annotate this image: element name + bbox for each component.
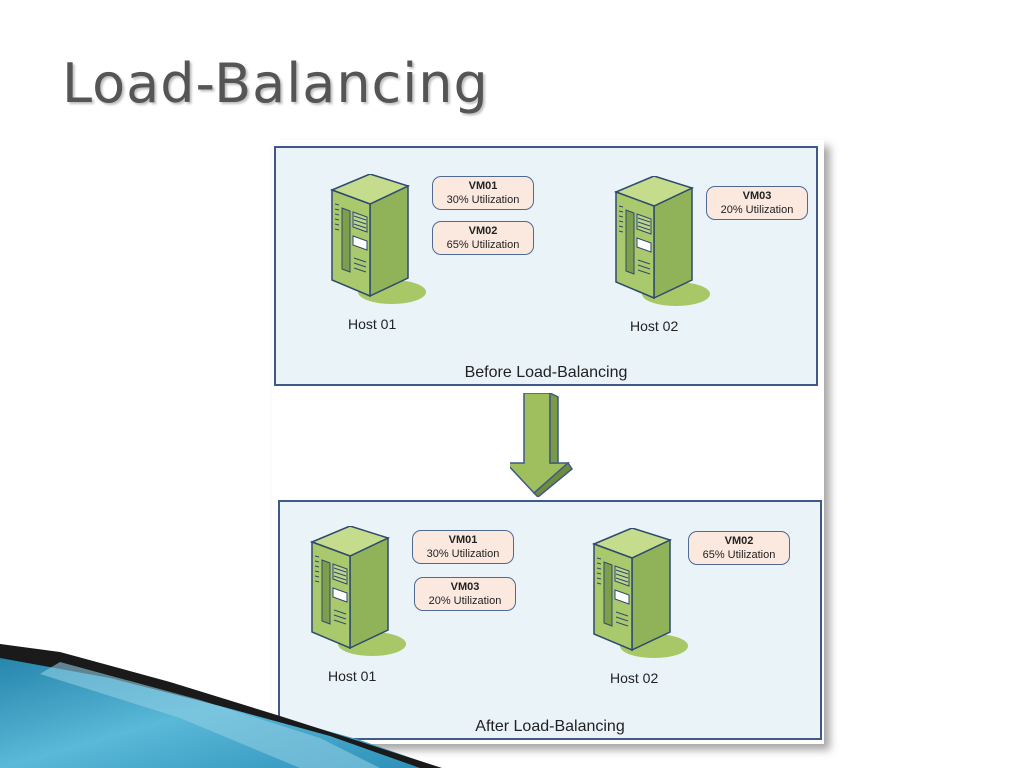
vm-badge: VM01 30% Utilization	[432, 176, 534, 210]
load-balancing-diagram: Host 01 VM01 30% Utilization VM02 65% Ut…	[272, 140, 824, 744]
after-caption: After Load-Balancing	[475, 718, 625, 735]
host02-label: Host 02	[630, 318, 679, 334]
after-panel: Host 01 VM01 30% Utilization VM03 20% Ut…	[278, 500, 822, 740]
decorative-swoosh	[0, 644, 442, 768]
host02-server-icon	[610, 176, 714, 308]
host01-label: Host 01	[348, 316, 397, 332]
before-panel: Host 01 VM01 30% Utilization VM02 65% Ut…	[274, 146, 818, 386]
host02-label: Host 02	[610, 670, 659, 686]
vm-badge: VM03 20% Utilization	[414, 577, 516, 611]
before-caption: Before Load-Balancing	[464, 364, 628, 381]
vm-badge: VM01 30% Utilization	[412, 530, 514, 564]
host01-server-icon	[326, 174, 430, 306]
vm-badge: VM03 20% Utilization	[706, 186, 808, 220]
vm-badge: VM02 65% Utilization	[432, 221, 534, 255]
vm-badge: VM02 65% Utilization	[688, 531, 790, 565]
slide-title: Load-Balancing	[62, 52, 489, 115]
down-arrow-icon	[510, 393, 574, 497]
host01-label: Host 01	[328, 668, 377, 684]
